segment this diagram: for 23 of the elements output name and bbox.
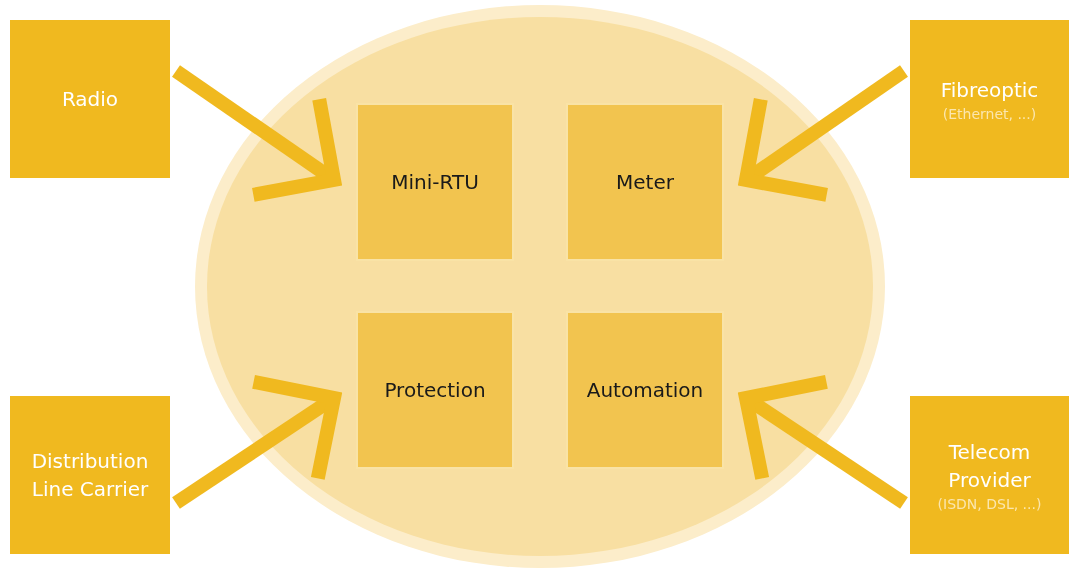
- arrow: [172, 374, 341, 509]
- arrow: [739, 65, 908, 202]
- box-label: Mini-RTU: [390, 169, 480, 196]
- source-box: [910, 396, 1069, 554]
- box-label: Telecom Provider: [947, 439, 1032, 494]
- box-label: Radio: [60, 86, 120, 113]
- source-box: [910, 20, 1069, 178]
- arrow: [172, 65, 341, 202]
- source-box: [10, 20, 170, 178]
- box-sublabel: (ISDN, DSL, ...): [936, 496, 1043, 512]
- device-box: [566, 311, 724, 469]
- device-box: [356, 311, 514, 469]
- box-sublabel: (Ethernet, ...): [941, 106, 1038, 122]
- device-box: [566, 103, 724, 261]
- box-label: Protection: [383, 377, 487, 404]
- ellipse-background: [195, 5, 885, 568]
- device-box: [356, 103, 514, 261]
- arrow: [739, 374, 908, 509]
- box-label: Meter: [615, 169, 675, 196]
- source-box: [10, 396, 170, 554]
- box-label: Fibreoptic: [939, 77, 1040, 104]
- box-label: Automation: [585, 377, 705, 404]
- box-label: Distribution Line Carrier: [30, 448, 150, 503]
